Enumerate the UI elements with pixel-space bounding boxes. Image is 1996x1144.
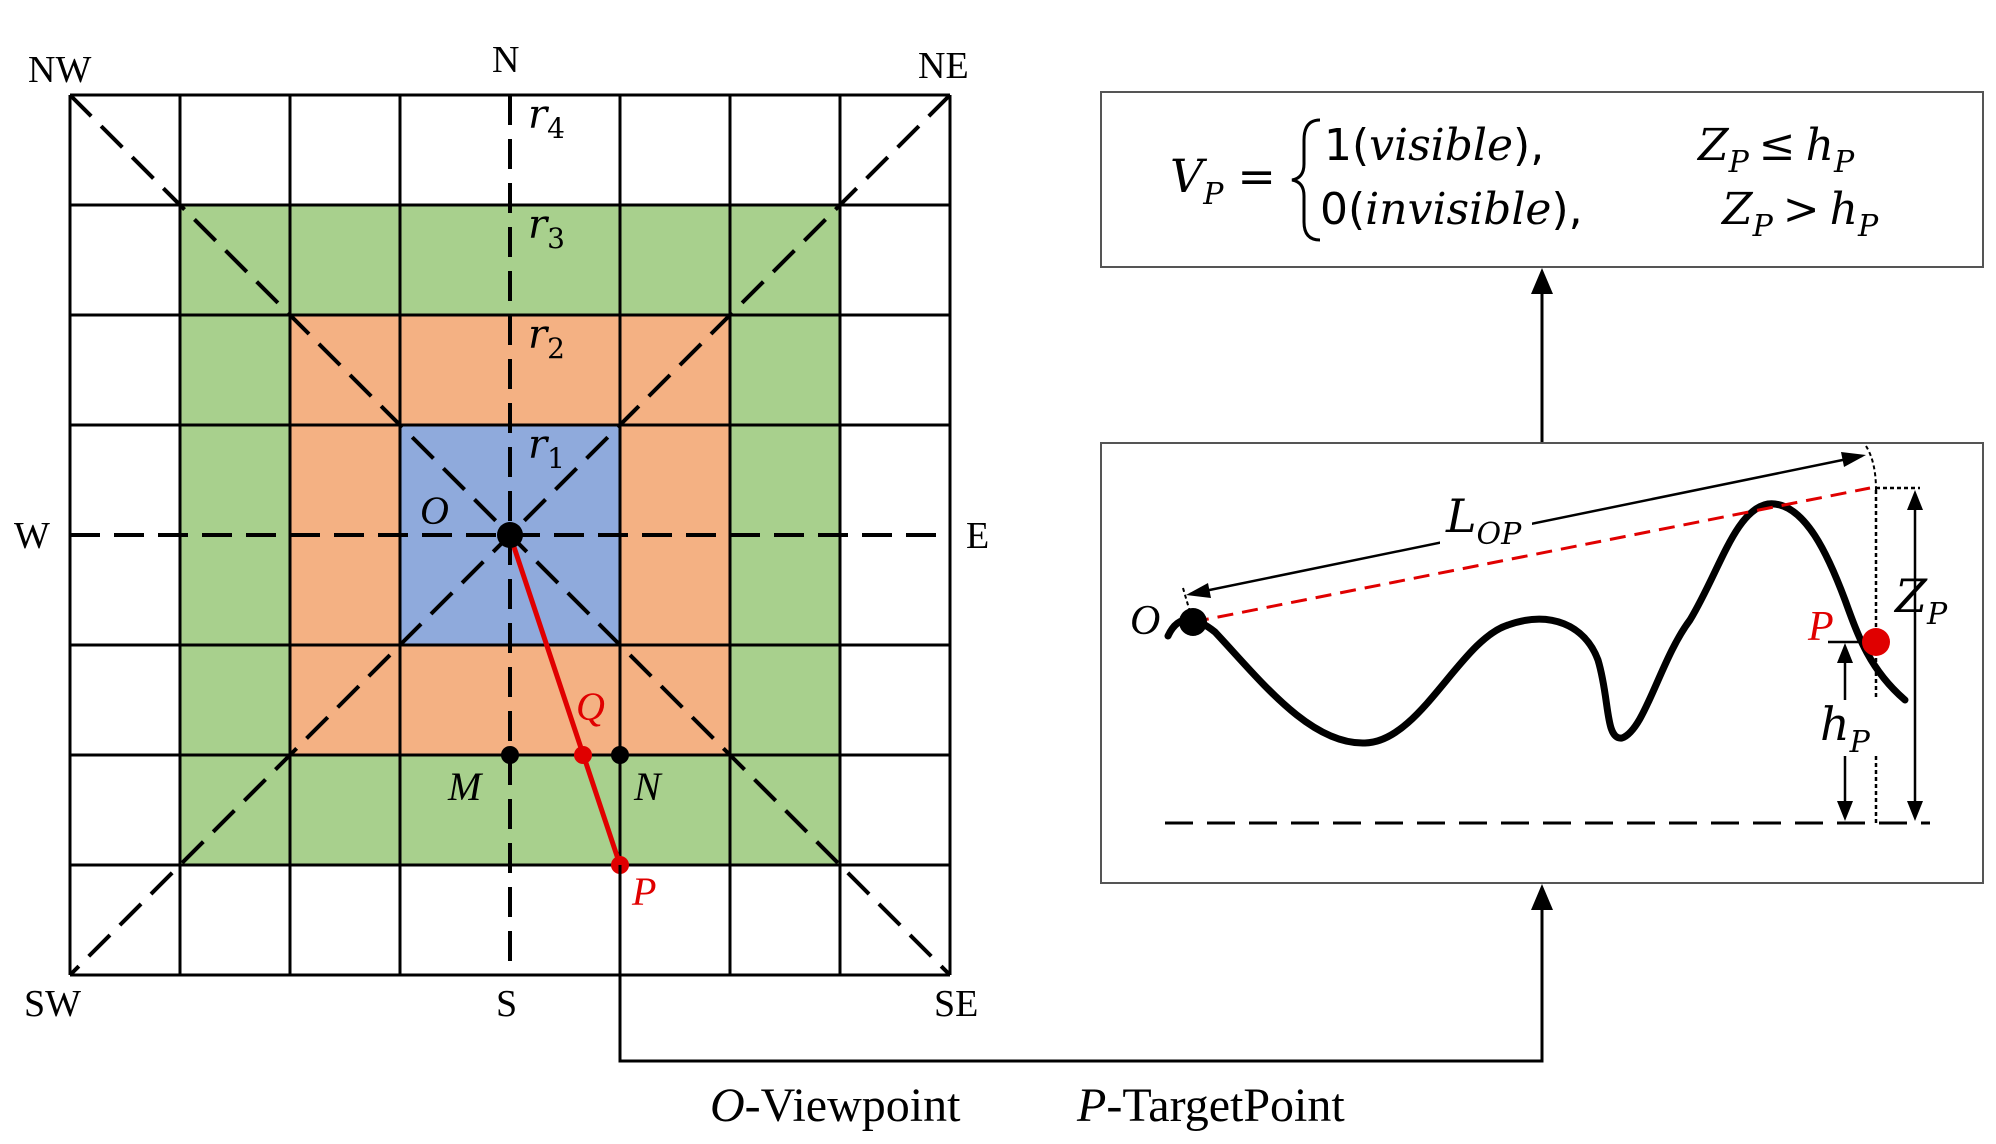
label-zp: ZP xyxy=(1893,569,1948,632)
compass-e: E xyxy=(966,515,989,557)
hp-arrowhead-top xyxy=(1837,643,1853,663)
ring-label-r4: r4 xyxy=(528,92,565,145)
formula-case1-value: 1(visible), xyxy=(1324,120,1544,171)
label-o: O xyxy=(420,488,449,533)
lop-arrowhead-right xyxy=(1841,452,1866,467)
point-n-dot xyxy=(611,746,629,764)
compass-sw: SW xyxy=(24,983,81,1025)
point-m-dot xyxy=(501,746,519,764)
legend-viewpoint: O-Viewpoint xyxy=(710,1079,961,1132)
profile-box: LOP ZP hP O P xyxy=(1100,442,1984,884)
arrowhead-to-profile xyxy=(1531,884,1553,910)
terrain-profile-curve xyxy=(1164,500,1909,747)
legend: O-Viewpoint P-TargetPoint xyxy=(710,1079,1345,1132)
profile-target-p-dot xyxy=(1862,628,1890,656)
connectors xyxy=(618,268,1553,1063)
label-hp: hP xyxy=(1820,697,1871,760)
connector-grid-to-profile xyxy=(618,865,1544,1063)
arrowhead-to-formula xyxy=(1531,268,1553,294)
lop-extension-right xyxy=(1865,445,1877,491)
formula-brace xyxy=(1291,118,1321,242)
formula-lhs: VP= xyxy=(1170,149,1276,212)
formula-box-border xyxy=(1100,91,1984,268)
hp-label-bg xyxy=(1816,700,1882,756)
compass-w: W xyxy=(14,515,50,557)
formula-box: VP= 1(visible), ZP≤hP 0(invisible), ZP>h… xyxy=(1100,91,1984,268)
label-m: M xyxy=(447,764,484,809)
point-q-dot xyxy=(574,746,592,764)
grid-diagram: NW N NE W E SW S SE r4 r3 r2 r1 O Q M N … xyxy=(14,39,989,1025)
lop-label-bg xyxy=(1440,498,1532,548)
label-p: P xyxy=(631,869,656,914)
compass-n: N xyxy=(492,39,519,81)
profile-label-p: P xyxy=(1807,604,1834,650)
sight-line-op xyxy=(507,534,623,866)
label-n: N xyxy=(633,764,663,809)
profile-label-o: O xyxy=(1130,598,1160,644)
ring-label-r1: r1 xyxy=(528,422,565,475)
line-of-sight xyxy=(1192,486,1871,624)
formula-case2-condition: ZP>hP xyxy=(1720,184,1879,244)
formula-case1-condition: ZP≤hP xyxy=(1696,120,1855,180)
legend-targetpoint: P-TargetPoint xyxy=(1076,1079,1345,1132)
compass-ne: NE xyxy=(918,45,969,87)
lop-arrowhead-left xyxy=(1186,583,1211,598)
viewpoint-o-dot xyxy=(497,522,523,548)
compass-nw: NW xyxy=(28,49,91,91)
hp-arrowhead-bottom xyxy=(1837,801,1853,821)
compass-s: S xyxy=(496,983,517,1025)
label-q: Q xyxy=(576,684,605,729)
label-lop: LOP xyxy=(1445,489,1522,552)
ring-label-r2: r2 xyxy=(528,312,565,365)
ring-label-r3: r3 xyxy=(528,202,565,255)
formula-case2-value: 0(invisible), xyxy=(1320,184,1583,235)
zp-arrowhead-bottom xyxy=(1907,801,1923,821)
compass-se: SE xyxy=(934,983,978,1025)
zp-arrowhead-top xyxy=(1907,490,1923,510)
profile-viewpoint-o-dot xyxy=(1179,608,1207,636)
